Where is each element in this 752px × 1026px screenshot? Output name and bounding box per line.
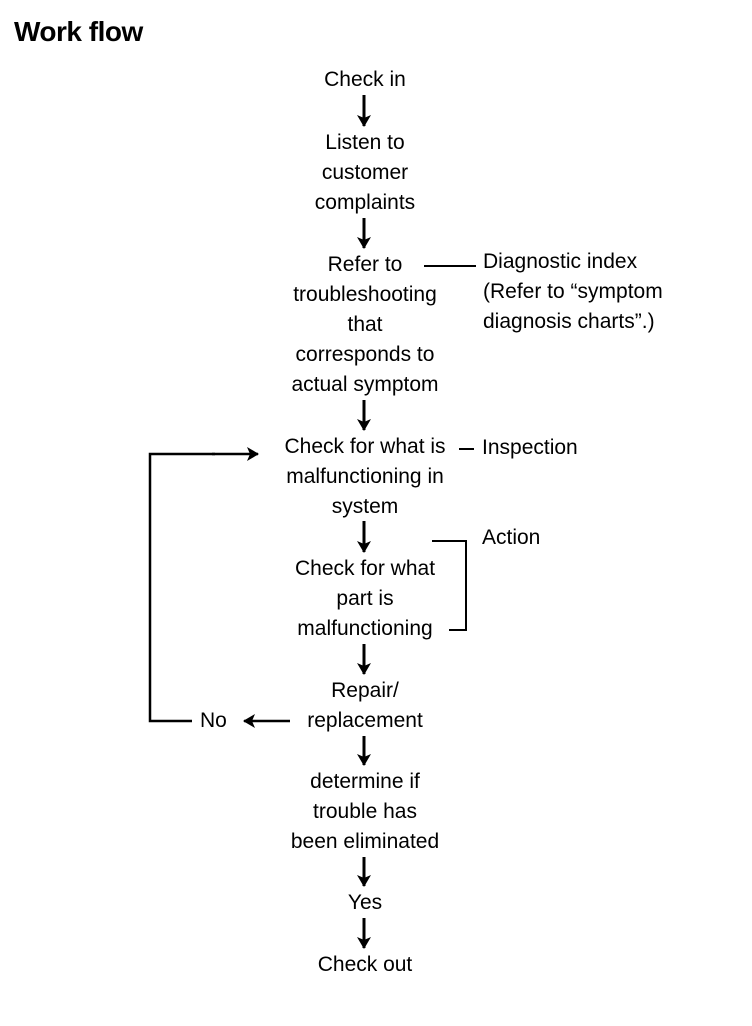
step-yes: Yes: [347, 891, 383, 914]
inspection-label: Inspection: [482, 436, 578, 459]
step-check-out: Check out: [317, 953, 413, 976]
diagnostic-index-label: Diagnostic index (Refer to “symptom diag…: [483, 250, 663, 333]
page-title: Work flow: [14, 16, 143, 47]
step-check-in: Check in: [324, 68, 406, 91]
step-refer-to-troubleshooting: Refer to troubleshooting that correspond…: [291, 253, 439, 396]
no-label: No: [200, 709, 227, 732]
step-check-part: Check for what part is malfunctioning: [294, 557, 436, 640]
action-label: Action: [482, 526, 541, 549]
bracket-action: [432, 540, 467, 631]
step-determine-if-eliminated: determine if trouble has been eliminated: [290, 770, 440, 853]
step-listen-to-complaints: Listen to customer complaints: [314, 131, 416, 214]
loop-no-path: [148, 452, 215, 723]
step-check-system: Check for what is malfunctioning in syst…: [284, 435, 446, 518]
step-repair-replacement: Repair/ replacement: [307, 679, 423, 732]
